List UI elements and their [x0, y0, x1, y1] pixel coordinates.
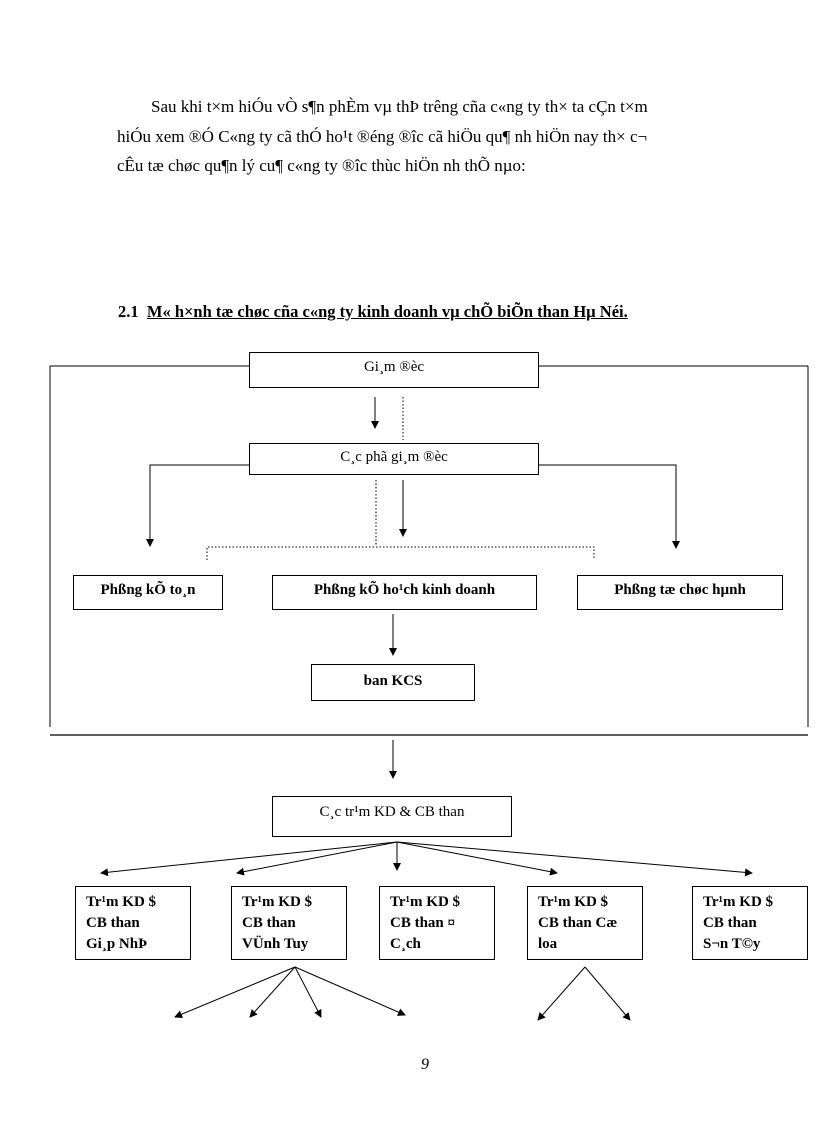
station-line: VÜnh Tuy — [242, 936, 309, 952]
station-line: Tr¹m KD $ — [703, 894, 774, 910]
station-line: Tr¹m KD $ — [242, 894, 313, 910]
station-line: Tr¹m KD $ — [390, 894, 461, 910]
stations-header-box: C¸c tr¹m KD & CB than — [272, 796, 512, 837]
station-line: loa — [538, 936, 558, 952]
station-line: Tr¹m KD $ — [86, 894, 157, 910]
page-number: 9 — [421, 1056, 429, 1073]
hr-dept-box: Phßng tæ chøc hµnh — [577, 575, 783, 610]
paragraph-line: cÊu tæ chøc qu¶n lý cu¶ c«ng ty ®­îc thù… — [117, 156, 526, 175]
deputy-director-box: C¸c phã gi¸m ®èc — [249, 443, 539, 475]
kcs-box: ban KCS — [311, 664, 475, 701]
director-box: Gi¸m ®èc — [249, 352, 539, 388]
station-box: Tr¹m KD $ CB than ¤ C¸ch — [379, 886, 495, 960]
station-line: CB than ¤ — [390, 915, 456, 931]
paragraph-line: hiÓu xem ®Ó C«ng ty cã thÓ ho¹t ®éng ®­î… — [117, 126, 648, 146]
section-title: M« h×nh tæ chøc cña c«ng ty kinh doanh v… — [146, 302, 628, 321]
section-number: 2.1 — [118, 302, 139, 321]
station-line: Gi¸p NhÞ — [86, 936, 148, 952]
station-line: Tr¹m KD $ — [538, 894, 609, 910]
accounting-dept-box: Phßng kÕ to¸n — [73, 575, 223, 610]
frame-line — [49, 365, 809, 727]
intro-paragraph: Sau khi t×m hiÓu vÒ s¶n phÈm vµ thÞ tr­ê… — [117, 92, 747, 181]
station-line: CB than Cæ — [538, 915, 618, 931]
section-heading: 2.1 M« h×nh tæ chøc cña c«ng ty kinh doa… — [118, 302, 628, 322]
business-planning-dept-box: Phßng kÕ ho¹ch kinh doanh — [272, 575, 537, 610]
station-line: S¬n T©y — [703, 936, 761, 952]
paragraph-line: Sau khi t×m hiÓu vÒ s¶n phÈm vµ thÞ tr­ê… — [117, 97, 648, 116]
station-line: C¸ch — [390, 936, 421, 952]
station-line: CB than — [703, 915, 757, 931]
station-box: Tr¹m KD $ CB than Cæ loa — [527, 886, 643, 960]
station-line: CB than — [242, 915, 296, 931]
station-line: CB than — [86, 915, 140, 931]
